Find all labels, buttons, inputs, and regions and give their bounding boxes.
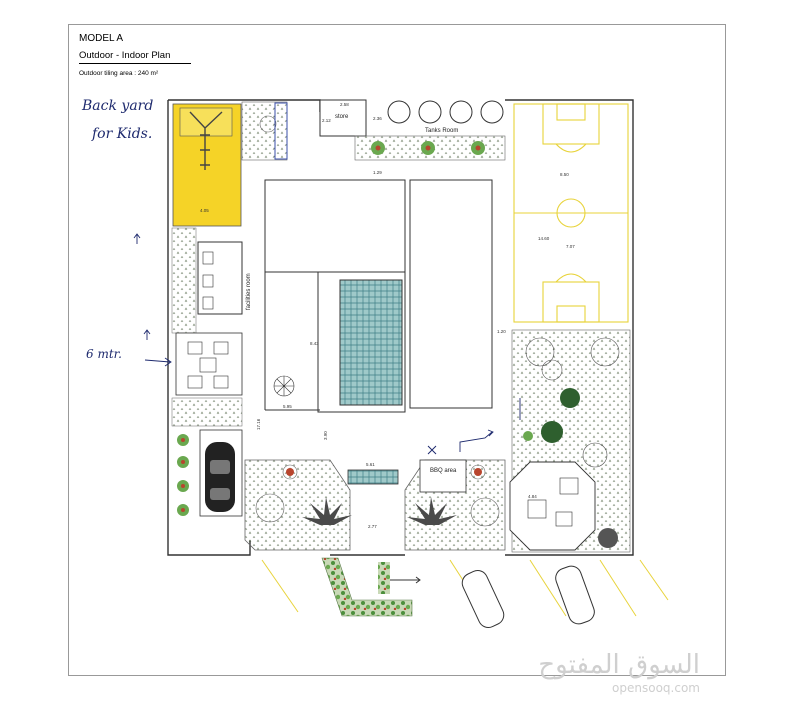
swimming-pool	[339, 279, 403, 406]
north-arrow-icon	[387, 562, 421, 584]
dim-843: 8.43	[310, 341, 319, 346]
dim-561: 5.61	[366, 462, 375, 467]
garden-bed-left	[244, 459, 351, 551]
title-underline	[79, 63, 191, 64]
arrow-head	[487, 429, 494, 437]
dim-kids-width: 4.05	[200, 208, 209, 213]
water-feature	[347, 469, 399, 485]
title-block: MODEL A Outdoor - Indoor Plan Outdoor ti…	[79, 33, 191, 77]
watermark-arabic: السوق المفتوح	[538, 650, 700, 680]
facilities-room-label: facilities room	[246, 273, 252, 310]
dim-1716: 17.16	[256, 418, 261, 430]
dim-129: 1.29	[373, 170, 382, 175]
dark-tree-icon	[541, 421, 563, 443]
water-tanks	[387, 100, 504, 124]
dim-707: 7.07	[566, 244, 575, 249]
dim-120: 1.20	[497, 329, 506, 334]
flower-icon	[286, 468, 294, 476]
watermark-latin: opensooq.com	[612, 681, 700, 695]
bbq-area	[419, 459, 467, 493]
sofa-icons	[187, 341, 229, 389]
dim-390: 3.90	[323, 431, 328, 440]
store-label: store	[335, 114, 349, 120]
blue-marker	[274, 102, 288, 160]
slide-icon	[189, 111, 223, 170]
tiling-area: Outdoor tiling area : 240 m²	[79, 70, 159, 77]
tree-outlines	[255, 464, 500, 527]
dark-tree-icon	[560, 388, 580, 408]
palm-trees	[302, 497, 457, 525]
football-field	[513, 103, 629, 323]
dim-850: 8.50	[560, 172, 569, 177]
tanks-room-label: Tanks Room	[425, 128, 458, 134]
toilet-icons	[202, 251, 214, 310]
dim-277: 2.77	[368, 524, 377, 529]
tree-icon	[259, 115, 277, 133]
arrow-to-bbq	[459, 431, 493, 452]
dim-212: 2.12	[322, 118, 331, 123]
dim-258: 2.58	[340, 102, 349, 107]
umbrella-icon	[273, 375, 295, 397]
model-title: MODEL A	[79, 33, 124, 44]
outer-walls	[167, 99, 634, 556]
dim-236: 2.36	[373, 116, 382, 121]
arrow-head	[164, 357, 172, 367]
arrow-up-mark-2	[143, 329, 151, 340]
dim-1460: 14.60	[538, 236, 550, 241]
annotation-for-kids: for Kids.	[91, 126, 152, 142]
shrubs	[371, 141, 485, 155]
arrow-up-mark	[133, 233, 141, 244]
x-marker-icon	[427, 445, 437, 455]
plan-title: Outdoor - Indoor Plan	[79, 50, 171, 61]
grass-left-lower	[171, 397, 243, 427]
slide-platform	[179, 107, 233, 137]
car-icon	[205, 442, 235, 512]
left-shrubs	[177, 434, 189, 516]
lounge-deck	[509, 461, 596, 551]
bbq-area-label: BBQ area	[430, 468, 457, 474]
green-path	[321, 557, 413, 617]
annotation-back-yard: Back yard	[81, 98, 153, 114]
dim-595: 5.95	[283, 404, 292, 409]
store-room	[319, 99, 367, 137]
grass-left-column	[171, 227, 197, 334]
lounge-furniture	[527, 477, 579, 527]
arrow-to-seating	[144, 359, 171, 363]
planter-strip	[378, 562, 390, 594]
flower-icon	[474, 468, 482, 476]
dim-484: 4.84	[528, 494, 537, 499]
rock-icon	[598, 528, 618, 548]
right-trees	[525, 337, 620, 468]
annotation-six-meter: 6 mtr.	[86, 347, 122, 361]
shrub-icon	[523, 431, 533, 441]
parked-car-icon	[461, 565, 595, 628]
